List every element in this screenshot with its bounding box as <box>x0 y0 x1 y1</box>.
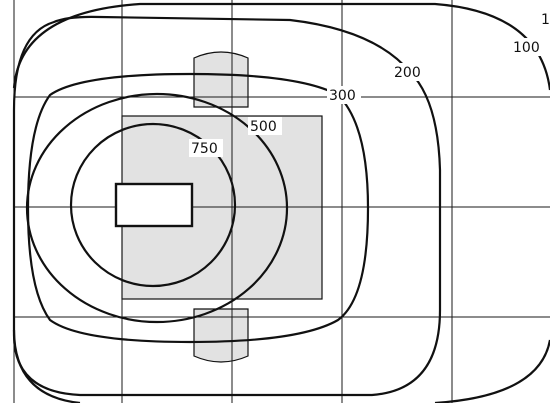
contour-label-500: 500 <box>250 119 277 135</box>
contour-label-100: 100 <box>513 40 540 56</box>
contour-line-300 <box>26 72 370 344</box>
contour-label-edge: 1 <box>541 12 550 28</box>
label-bg-750 <box>189 139 223 157</box>
label-bg-300 <box>327 86 361 104</box>
contour-label-200: 200 <box>394 65 421 81</box>
contour-line-750 <box>69 122 237 288</box>
contour-line-500 <box>25 92 289 324</box>
contour-label-300: 300 <box>329 88 356 104</box>
label-bg-200 <box>392 63 426 81</box>
label-bg-500 <box>248 117 282 135</box>
grid-lines <box>13 0 550 403</box>
upper-chair-shape <box>193 51 249 108</box>
lower-chair-shape <box>193 308 249 363</box>
luminaire-rectangle <box>114 182 194 228</box>
contour-line-200 <box>12 15 442 397</box>
contour-label-750: 750 <box>191 141 218 157</box>
label-bg-100 <box>511 38 545 56</box>
